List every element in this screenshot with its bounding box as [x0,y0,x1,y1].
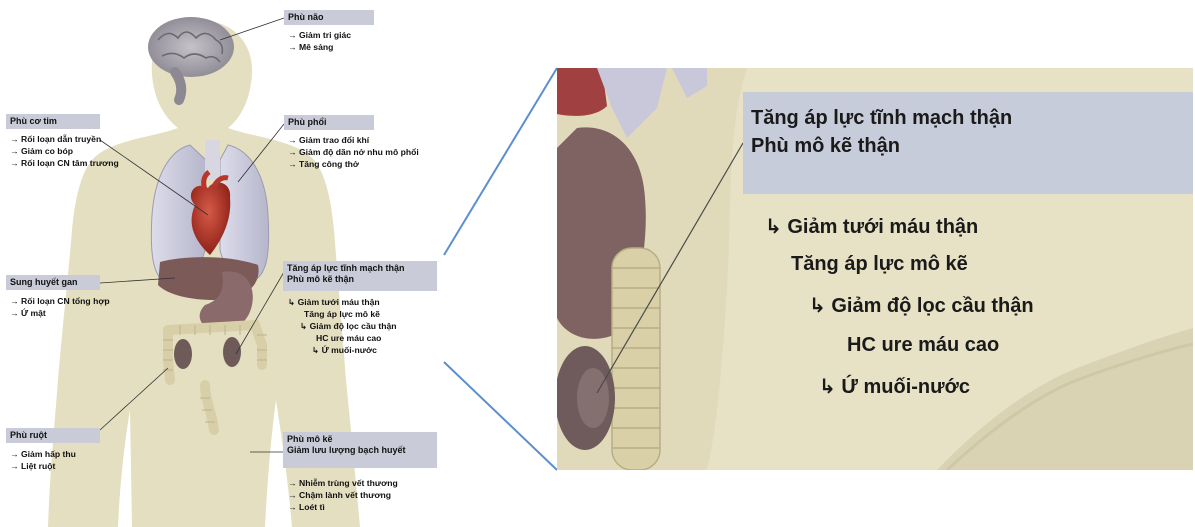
lung-effect: Giảm trao đổi khí [288,134,419,146]
tissue-title-line1: Phù mô kẽ [287,434,433,445]
zoom-effect: Tăng áp lực mô kẽ [791,253,968,276]
brain-effects: Giảm tri giác Mê sảng [288,29,351,53]
arrow-icon: ↳ [819,376,836,398]
gut-effect: Liệt ruột [10,460,76,472]
lung-effect: Giảm độ dãn nở nhu mô phổi [288,146,419,158]
kidney-effect: Ứ muối-nước [288,344,397,356]
gut-title: Phù ruột [6,428,100,443]
right-kidney [223,337,241,367]
lung-effects: Giảm trao đổi khí Giảm độ dãn nở nhu mô … [288,134,419,170]
liver-effect: Ứ mật [10,307,110,319]
lung-effect: Tăng công thở [288,158,419,170]
tissue-title: Phù mô kẽ Giảm lưu lượng bạch huyết [283,432,437,468]
kidney-effect: Tăng áp lực mô kẽ [288,308,397,320]
liver-effects: Rối loạn CN tổng hợp Ứ mật [10,295,110,319]
zoom-title-line1: Tăng áp lực tĩnh mạch thận [751,104,1193,132]
brain-title: Phù não [284,10,374,25]
kidney-title-line2: Phù mô kẽ thận [287,274,433,285]
tissue-effect: Nhiễm trùng vết thương [288,477,398,489]
brain-organ [148,17,234,77]
heart-effect: Rối loạn CN tâm trương [10,157,119,169]
lung-title: Phù phổi [284,115,374,130]
arrow-icon: ↳ [765,216,782,238]
zoom-title: Tăng áp lực tĩnh mạch thận Phù mô kẽ thậ… [743,92,1193,194]
heart-effects: Rối loạn dẫn truyền Giảm co bóp Rối loạn… [10,133,119,169]
zoom-title-line2: Phù mô kẽ thận [751,132,1193,160]
kidney-title: Tăng áp lực tĩnh mạch thận Phù mô kẽ thậ… [283,261,437,291]
zoom-panel: Tăng áp lực tĩnh mạch thận Phù mô kẽ thậ… [557,68,1193,470]
kidney-effect: Giảm độ lọc cầu thận [288,320,397,332]
gut-effect: Giảm hấp thu [10,448,76,460]
zoom-effect: ↳ Ứ muối-nước [819,374,970,399]
liver-title: Sung huyết gan [6,275,100,290]
kidney-effect: Giảm tưới máu thận [288,296,397,308]
zoom-effect-text: Giảm tưới máu thận [787,216,978,238]
tissue-effects: Nhiễm trùng vết thương Chậm lành vết thư… [288,477,398,513]
zoom-connector-bottom [444,362,557,470]
zoom-effect: ↳ Giảm tưới máu thận [765,214,978,239]
zoom-connector-top [444,68,557,255]
kidney-title-line1: Tăng áp lực tĩnh mạch thận [287,263,433,274]
brain-effect: Mê sảng [288,41,351,53]
zoom-effect-text: Ứ muối-nước [841,376,970,398]
zoom-effect: HC ure máu cao [847,334,999,357]
heart-effect: Giảm co bóp [10,145,119,157]
brain-effect: Giảm tri giác [288,29,351,41]
tissue-title-line2: Giảm lưu lượng bạch huyết [287,445,433,456]
kidney-effect: HC ure máu cao [288,332,397,344]
heart-effect: Rối loạn dẫn truyền [10,133,119,145]
arrow-icon: ↳ [809,295,826,317]
gut-effects: Giảm hấp thu Liệt ruột [10,448,76,472]
liver-effect: Rối loạn CN tổng hợp [10,295,110,307]
tissue-effect: Loét tì [288,501,398,513]
kidney-effects: Giảm tưới máu thận Tăng áp lực mô kẽ Giả… [288,296,397,356]
zoom-effect: ↳ Giảm độ lọc cầu thận [809,293,1034,318]
zoom-intestine [612,248,660,470]
left-kidney [174,339,192,369]
zoom-effect-text: Giảm độ lọc cầu thận [831,295,1033,317]
zoom-lung-part [557,68,607,116]
tissue-effect: Chậm lành vết thương [288,489,398,501]
heart-title: Phù cơ tim [6,114,100,129]
